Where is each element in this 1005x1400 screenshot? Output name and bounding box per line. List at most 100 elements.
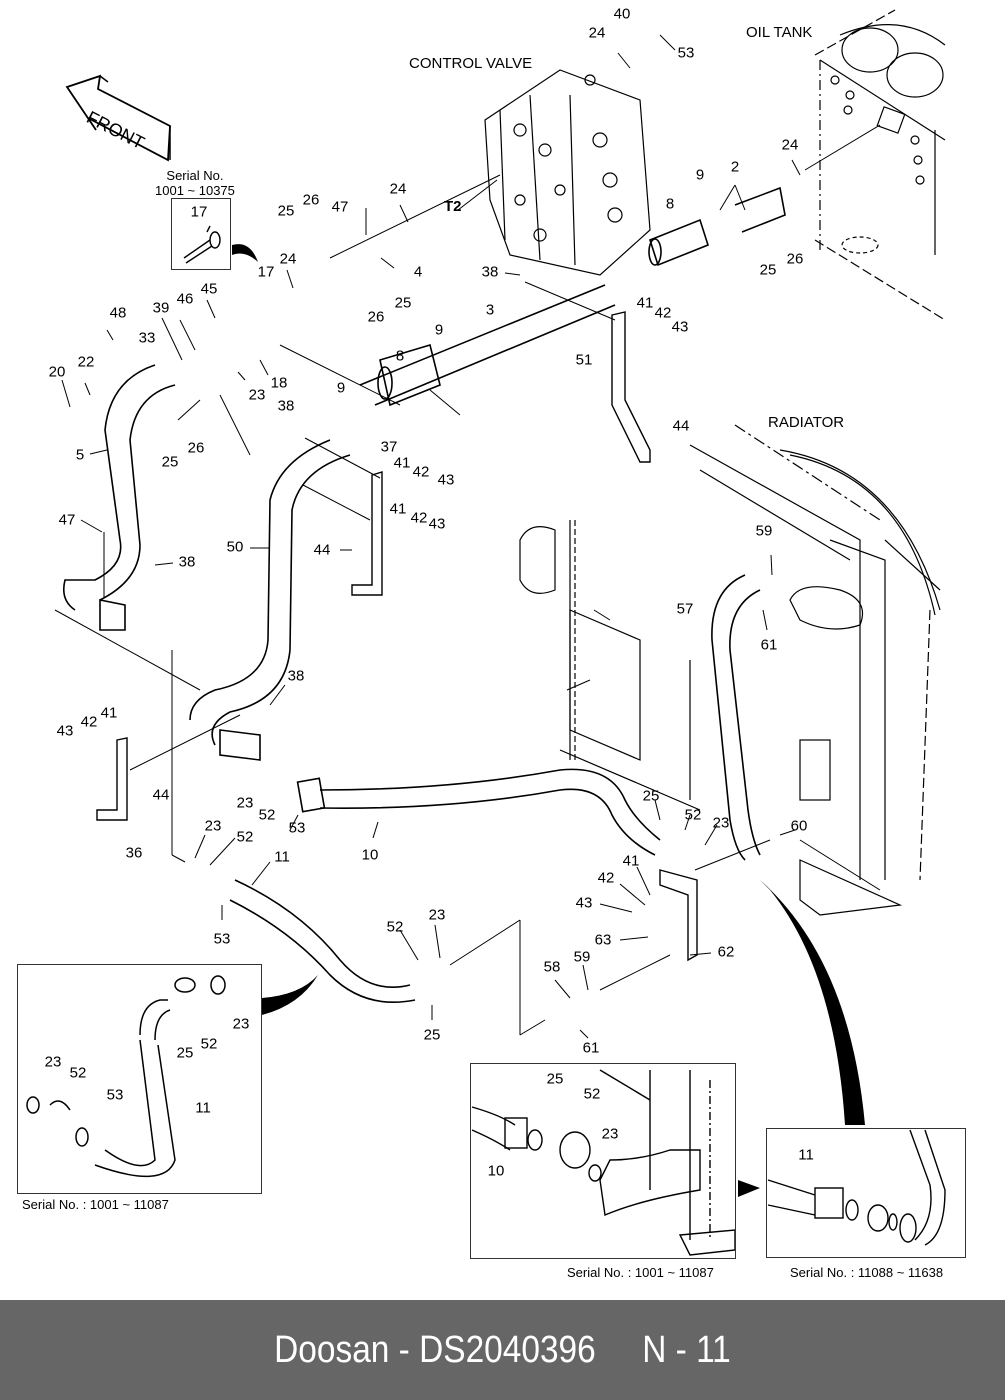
exploded-parts-diagram: CONTROL VALVE OIL TANK RADIATOR FRONT T2… (17, 5, 966, 1280)
inset-top-bolt-drawing (183, 225, 221, 264)
part-label: 23 (712, 814, 730, 832)
radiator-title: RADIATOR (768, 414, 845, 431)
pipe-57-drawing (711, 574, 761, 861)
part-label: 5 (75, 446, 85, 464)
part-label: 9 (336, 379, 346, 397)
part-label: 50 (226, 538, 244, 556)
part-label: 42 (410, 509, 428, 527)
footer-bar: Doosan - DS2040396 N - 11 (0, 1300, 1005, 1400)
part-label: 53 (213, 930, 231, 948)
part-label: 38 (178, 553, 196, 571)
part-label: 9 (434, 321, 444, 339)
part-label: 52 (200, 1035, 218, 1053)
part-label: 42 (412, 463, 430, 481)
part-label: 37 (380, 438, 398, 456)
part-label: 52 (69, 1064, 87, 1082)
part-label: 41 (389, 500, 407, 518)
part-label: 25 (176, 1044, 194, 1062)
part-label: 18 (270, 374, 288, 392)
callout-arrow-right (760, 880, 865, 1125)
part-label: 52 (236, 828, 254, 846)
part-label: 38 (481, 263, 499, 281)
part-label: 33 (138, 329, 156, 347)
part-label: 38 (277, 397, 295, 415)
part-label: 44 (313, 541, 331, 559)
part-label: 8 (395, 347, 405, 365)
part-label: 52 (258, 806, 276, 824)
part-label: 24 (279, 250, 297, 268)
part-label: 25 (759, 261, 777, 279)
hose-11-drawing (229, 879, 416, 1003)
part-label: 52 (684, 806, 702, 824)
part-label: 26 (367, 308, 385, 326)
part-label: 53 (106, 1086, 124, 1104)
part-label: 2 (730, 158, 740, 176)
part-label: 43 (428, 515, 446, 533)
pipe-assembly-upper (359, 186, 786, 407)
part-label: 10 (361, 846, 379, 864)
inset-box-serial-1001-10375 (171, 198, 231, 270)
t2-port-label: T2 (444, 198, 462, 215)
part-label: 40 (613, 5, 631, 23)
part-label: 4 (413, 263, 423, 281)
part-label: 25 (423, 1026, 441, 1044)
part-label: 46 (176, 290, 194, 308)
part-label: 47 (58, 511, 76, 529)
part-label: 26 (187, 439, 205, 457)
serial-bottom-right: Serial No. : 11088 ~ 11638 (790, 1265, 944, 1280)
part-label: 36 (125, 844, 143, 862)
part-label: 17 (257, 263, 275, 281)
callout-arrow-left (262, 975, 318, 1015)
part-label: 25 (642, 787, 660, 805)
serial-bottom-left: Serial No. : 1001 ~ 11087 (22, 1197, 169, 1212)
part-label: 23 (601, 1125, 619, 1143)
part-label: 24 (389, 180, 407, 198)
pipe-5-drawing (62, 364, 176, 631)
part-label: 11 (274, 848, 290, 866)
inset-box-bottom-mid (470, 1063, 736, 1259)
footer-text: Doosan - DS2040396 N - 11 (274, 1328, 731, 1371)
radiator-drawing (519, 424, 941, 916)
part-label: 11 (798, 1146, 814, 1164)
serial-top-inset: Serial No. 1001 ~ 10375 (155, 168, 235, 198)
part-label: 43 (437, 471, 455, 489)
part-label: 48 (109, 304, 127, 322)
part-label: 38 (287, 667, 305, 685)
part-label: 44 (152, 786, 170, 804)
part-label: 24 (588, 24, 606, 42)
part-label: 22 (77, 353, 95, 371)
part-label: 17 (190, 203, 208, 221)
hose-10-drawing (296, 768, 661, 856)
part-label: 59 (573, 948, 591, 966)
part-label: 63 (594, 931, 612, 949)
part-label: 26 (786, 250, 804, 268)
part-label: 43 (575, 894, 593, 912)
oil-tank-drawing (814, 9, 946, 321)
part-label: 23 (428, 906, 446, 924)
part-label: 41 (393, 454, 411, 472)
part-label: 25 (546, 1070, 564, 1088)
part-label: 23 (248, 386, 266, 404)
part-label: 45 (200, 280, 218, 298)
front-arrow-icon (65, 74, 171, 162)
part-label: 11 (195, 1099, 211, 1117)
part-label: 43 (56, 722, 74, 740)
part-label: 47 (331, 198, 349, 216)
part-label: 41 (622, 852, 640, 870)
part-label: 25 (394, 294, 412, 312)
part-label: 57 (676, 600, 694, 618)
part-label: 42 (654, 304, 672, 322)
part-label: 8 (665, 195, 675, 213)
part-label: 42 (80, 713, 98, 731)
part-label: 51 (575, 351, 593, 369)
part-label: 23 (204, 817, 222, 835)
part-label: 53 (677, 44, 695, 62)
control-valve-drawing (484, 69, 651, 276)
control-valve-title: CONTROL VALVE (409, 55, 533, 72)
part-label: 52 (386, 918, 404, 936)
callout-arrow-mid (738, 1180, 760, 1197)
serial-bottom-mid: Serial No. : 1001 ~ 11087 (567, 1265, 714, 1280)
part-label: 59 (755, 522, 773, 540)
part-label: 9 (695, 166, 705, 184)
part-label: 23 (44, 1053, 62, 1071)
